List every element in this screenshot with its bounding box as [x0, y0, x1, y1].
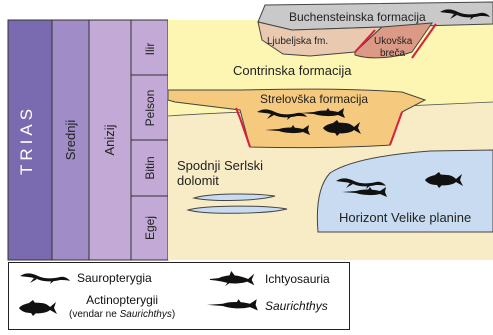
- ukovska-label: breča: [380, 48, 405, 59]
- note-suffix: ): [172, 309, 175, 320]
- serlski-label: Spodnji Serlski: [177, 158, 263, 173]
- ljubeljska-label: Ljubeljska fm.: [267, 36, 328, 47]
- legend-ichtyosauria: Ichtyosauria: [207, 271, 330, 287]
- stratigraphic-diagram: TRIAS Srednji Anizij Ilir Pelson Bitin E…: [0, 0, 493, 262]
- legend-actinopterygii-label: Actinopterygii (vendar ne Saurichthys): [69, 294, 175, 321]
- egej-label: Egej: [143, 216, 157, 240]
- note-prefix: (vendar ne: [69, 309, 120, 320]
- ilir-label: Ilir: [143, 43, 157, 56]
- contrinska-label: Contrinska formacija: [233, 63, 352, 78]
- serlski-label: dolomit: [177, 173, 219, 188]
- legend-saurichthys-label: Saurichthys: [265, 300, 328, 313]
- ichtyosauria-icon: [207, 271, 259, 287]
- saurichthys-icon: [207, 299, 259, 313]
- actinopterygii-icon: [17, 299, 61, 317]
- pelson-label: Pelson: [143, 90, 157, 127]
- velika-planina-label: Horizont Velike planine: [339, 210, 471, 225]
- legend: Sauropterygia Ichtyosauria Actinopterygi…: [8, 262, 350, 330]
- trias-label: TRIAS: [17, 105, 36, 175]
- note-genus: Saurichthys: [120, 309, 172, 320]
- ukovska-label: Ukovška: [374, 36, 413, 47]
- legend-sauropterygia-label: Sauropterygia: [77, 272, 152, 285]
- legend-saurichthys: Saurichthys: [207, 299, 328, 313]
- actinopterygii-label: Actinopterygii: [86, 293, 158, 307]
- strelovska-label: Strelovška formacija: [260, 92, 368, 106]
- buchenstein-label: Buchensteinska formacija: [289, 10, 426, 24]
- srednji-label: Srednji: [63, 120, 78, 161]
- sauropterygia-icon: [17, 271, 73, 285]
- legend-sauropterygia: Sauropterygia: [17, 271, 152, 285]
- legend-ichtyosauria-label: Ichtyosauria: [265, 273, 330, 286]
- anizij-label: Anizij: [102, 124, 117, 155]
- actinopterygii-note: (vendar ne Saurichthys): [69, 309, 175, 320]
- bitin-label: Bitin: [143, 156, 157, 179]
- legend-actinopterygii: Actinopterygii (vendar ne Saurichthys): [17, 294, 175, 321]
